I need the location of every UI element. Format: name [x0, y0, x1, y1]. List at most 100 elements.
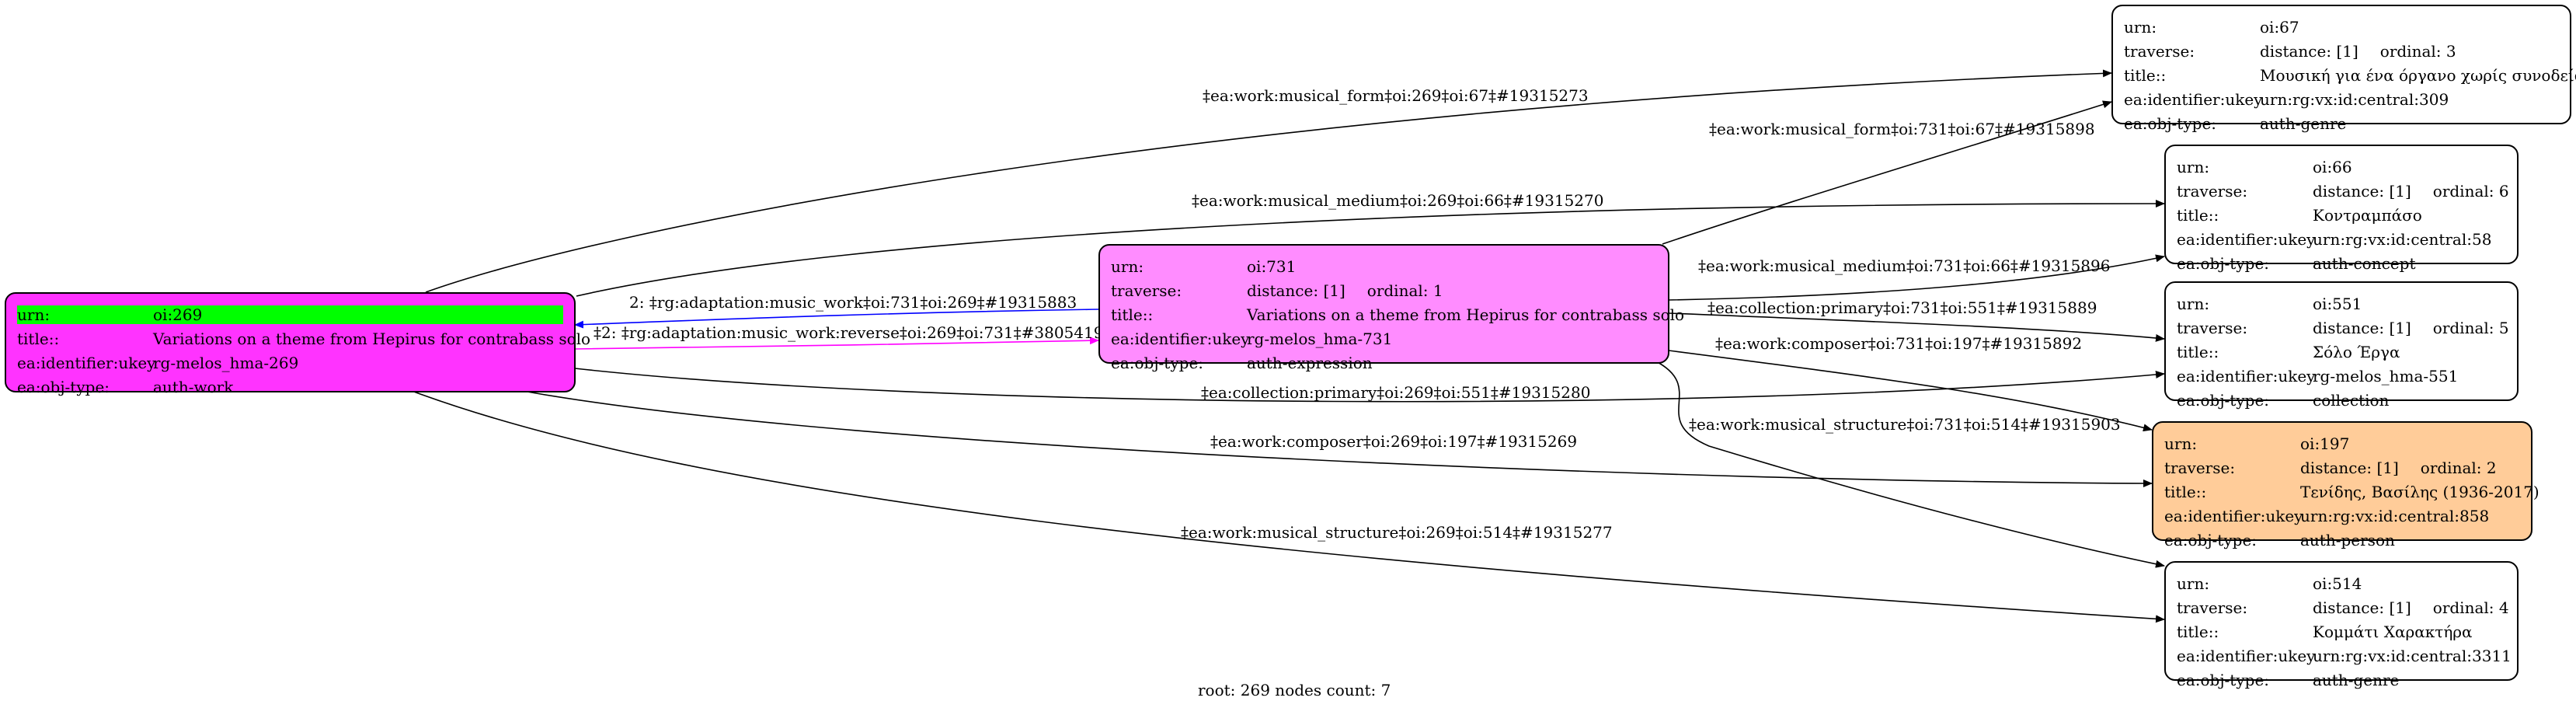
value-ukey: rg-melos_hma-269 — [153, 353, 299, 372]
value-objtype: auth-concept — [2313, 253, 2416, 273]
label-ukey: ea:identifier:ukey — [2124, 89, 2263, 109]
label-traverse: traverse: — [1111, 281, 1182, 300]
label-title: title:: — [2177, 622, 2219, 641]
label-objtype: ea:obj-type: — [2177, 390, 2270, 410]
edge-label-form-269-67: ‡ea:work:musical_form‡oi:269‡oi:67‡#1931… — [1203, 86, 1589, 105]
label-traverse: traverse: — [2177, 181, 2248, 201]
edge-269-731-reverse — [574, 337, 1099, 350]
value-title: Μουσική για ένα όργανο χωρίς συνοδεία — [2260, 65, 2576, 85]
label-title: title:: — [17, 329, 60, 348]
value-distance: distance: [1] — [1247, 281, 1345, 300]
value-ordinal: ordinal: 4 — [2432, 598, 2509, 617]
label-objtype: ea:obj-type: — [1111, 353, 1204, 372]
label-urn: urn: — [2124, 17, 2157, 37]
label-ukey: ea:identifier:ukey — [2177, 229, 2316, 249]
value-ordinal: ordinal: 3 — [2379, 41, 2456, 61]
edge-731-67-form — [1662, 100, 2112, 245]
value-title: Variations on a theme from Hepirus for c… — [153, 329, 591, 348]
value-distance: distance: [1] — [2313, 318, 2411, 337]
edge-label-structure-731-514: ‡ea:work:musical_structure‡oi:731‡oi:514… — [1689, 415, 2121, 434]
node-66[interactable]: urn: oi:66 traverse: distance: [1] ordinal:… — [2164, 145, 2519, 273]
value-ordinal: ordinal: 5 — [2432, 318, 2509, 337]
label-title: title:: — [2164, 482, 2207, 501]
edge-269-551-collection — [574, 368, 2165, 403]
edge-269-197-composer — [522, 390, 2153, 487]
value-objtype: auth-expression — [1247, 353, 1373, 372]
label-traverse: traverse: — [2177, 598, 2248, 617]
edge-label-form-731-67: ‡ea:work:musical_form‡oi:731‡oi:67‡#1931… — [1709, 120, 2095, 138]
edge-label-composer-731-197: ‡ea:work:composer‡oi:731‡oi:197‡#1931589… — [1715, 334, 2083, 353]
edge-label-collection-269-551: ‡ea:collection:primary‡oi:269‡oi:551‡#19… — [1201, 383, 1591, 402]
value-urn: oi:66 — [2313, 157, 2352, 176]
edge-label-medium-269-66: ‡ea:work:musical_medium‡oi:269‡oi:66‡#19… — [1192, 191, 1604, 210]
label-urn: urn: — [2177, 157, 2210, 176]
node-67[interactable]: urn: oi:67 traverse: distance: [1] ordinal:… — [2111, 5, 2576, 133]
value-objtype: auth-work — [153, 377, 234, 396]
label-title: title:: — [1111, 305, 1154, 324]
value-title: Variations on a theme from Hepirus for c… — [1247, 305, 1685, 324]
value-urn: oi:514 — [2313, 574, 2362, 593]
edge-269-67-form — [425, 69, 2112, 293]
value-urn: oi:197 — [2300, 434, 2350, 453]
value-title: Κοντραμπάσο — [2313, 205, 2422, 225]
edge-label-composer-269-197: ‡ea:work:composer‡oi:269‡oi:197‡#1931526… — [1210, 432, 1578, 451]
edge-label-collection-731-551: ‡ea:collection:primary‡oi:731‡oi:551‡#19… — [1707, 298, 2097, 317]
value-ukey: urn:rg:vx:id:central:858 — [2300, 506, 2490, 525]
value-ukey: rg-melos_hma-551 — [2313, 366, 2459, 385]
value-urn: oi:551 — [2313, 294, 2362, 313]
label-objtype: ea:obj-type: — [2124, 113, 2217, 133]
edge-731-66-medium — [1668, 254, 2165, 301]
value-objtype: auth-person — [2300, 530, 2395, 549]
value-ordinal: ordinal: 1 — [1366, 281, 1443, 300]
edge-label-adaptation: 2: ‡rg:adaptation:music_work‡oi:731‡oi:2… — [629, 293, 1077, 312]
label-urn: urn: — [2177, 294, 2210, 313]
node-root-269[interactable]: urn:oi:269 title::Variations on a theme … — [5, 292, 590, 396]
node-root-objtype-row: ea:obj-type:auth-work — [17, 375, 563, 399]
value-distance: distance: [1] — [2260, 41, 2358, 61]
label-traverse: traverse: — [2124, 41, 2195, 61]
value-objtype: auth-genre — [2260, 113, 2347, 133]
label-urn: urn: — [1111, 256, 1144, 276]
edge-731-551-collection — [1668, 312, 2165, 342]
node-root-title-row: title::Variations on a theme from Hepiru… — [17, 326, 590, 351]
label-title: title:: — [2124, 65, 2167, 85]
node-197[interactable]: urn: oi:197 traverse: distance: [1] ordinal… — [2152, 421, 2539, 549]
node-551[interactable]: urn:oi:551 traverse:distance: [1]ordinal… — [2164, 281, 2519, 410]
value-objtype: auth-genre — [2313, 670, 2400, 689]
label-title: title:: — [2177, 342, 2219, 361]
value-ordinal: ordinal: 6 — [2432, 181, 2509, 201]
value-title: Τενίδης, Βασίλης (1936-2017) — [2300, 482, 2539, 501]
label-urn: urn: — [2177, 574, 2210, 593]
graph-footer: root: 269 nodes count: 7 — [1198, 681, 1391, 699]
label-ukey: ea:identifier:ukey — [2164, 506, 2303, 525]
value-title: Κομμάτι Χαρακτήρα — [2313, 622, 2473, 641]
label-urn: urn: — [17, 305, 153, 324]
label-objtype: ea:obj-type: — [2164, 530, 2257, 549]
value-urn: oi:67 — [2260, 17, 2299, 37]
value-distance: distance: [1] — [2300, 458, 2399, 477]
node-514[interactable]: urn:oi:514 traverse:distance: [1]ordinal… — [2164, 561, 2519, 689]
edge-731-514-structure — [1654, 360, 2165, 568]
label-urn: urn: — [2164, 434, 2198, 453]
value-ordinal: ordinal: 2 — [2420, 458, 2497, 477]
value-distance: distance: [1] — [2313, 181, 2411, 201]
edge-label-medium-731-66: ‡ea:work:musical_medium‡oi:731‡oi:66‡#19… — [1698, 256, 2111, 275]
edge-label-structure-269-514: ‡ea:work:musical_structure‡oi:269‡oi:514… — [1181, 523, 1613, 542]
node-root-urn-row: urn:oi:269 — [12, 302, 568, 326]
label-traverse: traverse: — [2164, 458, 2236, 477]
label-title: title:: — [2177, 205, 2219, 225]
label-ukey: ea:identifier:ukey — [2177, 646, 2316, 665]
node-731[interactable]: urn:oi:731 traverse:distance: [1]ordinal… — [1098, 244, 1684, 372]
label-objtype: ea:obj-type: — [2177, 253, 2270, 273]
value-ukey: rg-melos_hma-731 — [1247, 329, 1393, 348]
value-ukey: urn:rg:vx:id:central:3311 — [2313, 646, 2512, 665]
label-ukey: ea:identifier:ukey — [17, 353, 156, 372]
value-ukey: urn:rg:vx:id:central:309 — [2260, 89, 2449, 109]
edge-269-514-structure — [411, 390, 2165, 623]
value-ukey: urn:rg:vx:id:central:58 — [2313, 229, 2492, 249]
label-ukey: ea:identifier:ukey — [2177, 366, 2316, 385]
edge-label-reverse: ‡2: ‡rg:adaptation:music_work:reverse‡oi… — [594, 323, 1114, 342]
edge-269-66-medium — [576, 200, 2165, 297]
value-title: Σόλο Έργα — [2313, 342, 2400, 361]
